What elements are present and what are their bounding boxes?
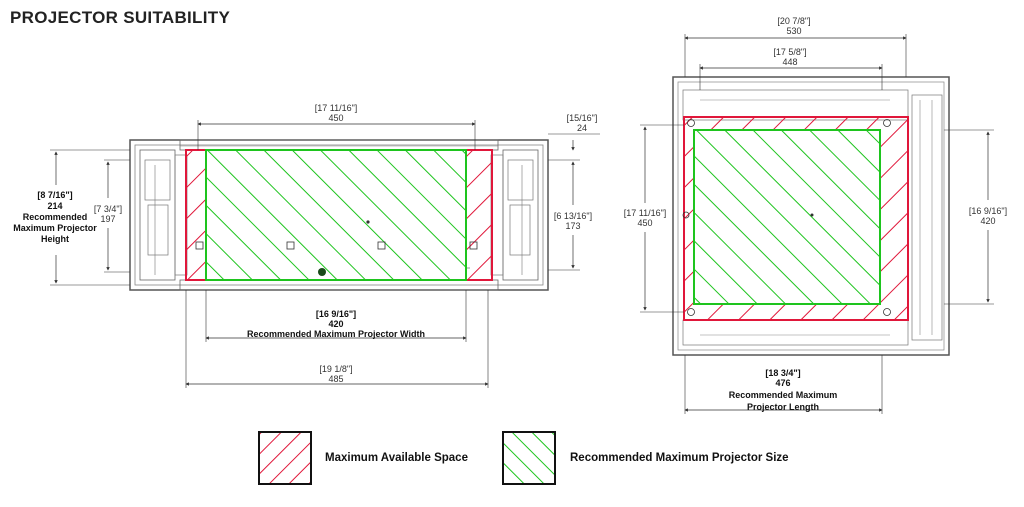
legend-green-swatch [502,431,556,485]
top-left-dim-in: [17 11/16"] [624,208,667,218]
top-left-dim-mm: 450 [637,218,652,228]
front-top-dim-mm: 450 [328,113,343,123]
front-bottom-dim-in: [19 1/8"] [319,364,352,374]
front-width-dim-mm: 420 [328,319,343,329]
front-view: [17 11/16"] 450 [15/16"] 24 [8 7/16"] 21… [13,103,600,388]
top-inner-dim-mm: 448 [782,57,797,67]
front-height-label-1: Recommended [23,212,88,222]
front-projector-size [205,149,467,281]
front-right-dim-mm: 173 [565,221,580,231]
top-length-label-1: Recommended Maximum [729,390,838,400]
top-length-dim-in: [18 3/4"] [765,368,800,378]
front-height-label-3: Height [41,234,69,244]
legend: Maximum Available Space Recommended Maxi… [258,431,789,485]
front-right-top-dim-in: [15/16"] [567,113,598,123]
front-top-dim-in: [17 11/16"] [315,103,358,113]
front-height-dim-mm: 214 [47,201,62,211]
front-inner-height-dim-mm: 197 [100,214,115,224]
legend-red-label: Maximum Available Space [325,452,468,464]
front-width-dim-in: [16 9/16"] [316,309,356,319]
top-right-dim-mm: 420 [980,216,995,226]
front-bottom-dim-mm: 485 [328,374,343,384]
front-inner-height-dim-in: [7 3/4"] [94,204,122,214]
top-inner-dim-in: [17 5/8"] [773,47,806,57]
top-right-dim-in: [16 9/16"] [969,206,1007,216]
front-height-dim-in: [8 7/16"] [37,190,72,200]
front-height-label-2: Maximum Projector [13,223,97,233]
page-title: PROJECTOR SUITABILITY [10,8,231,27]
top-length-dim-mm: 476 [775,378,790,388]
front-right-dim-in: [6 13/16"] [554,211,592,221]
front-width-label: Recommended Maximum Projector Width [247,329,425,339]
legend-red-swatch [258,431,312,485]
top-length-label-2: Projector Length [747,402,819,412]
front-right-top-dim-mm: 24 [577,123,587,133]
top-view: [20 7/8"] 530 [17 5/8"] 448 [17 11/16"] … [624,16,1007,414]
top-projector-size [693,129,881,305]
legend-green-label: Recommended Maximum Projector Size [570,452,789,464]
top-width-dim-mm: 530 [786,26,801,36]
top-width-dim-in: [20 7/8"] [777,16,810,26]
